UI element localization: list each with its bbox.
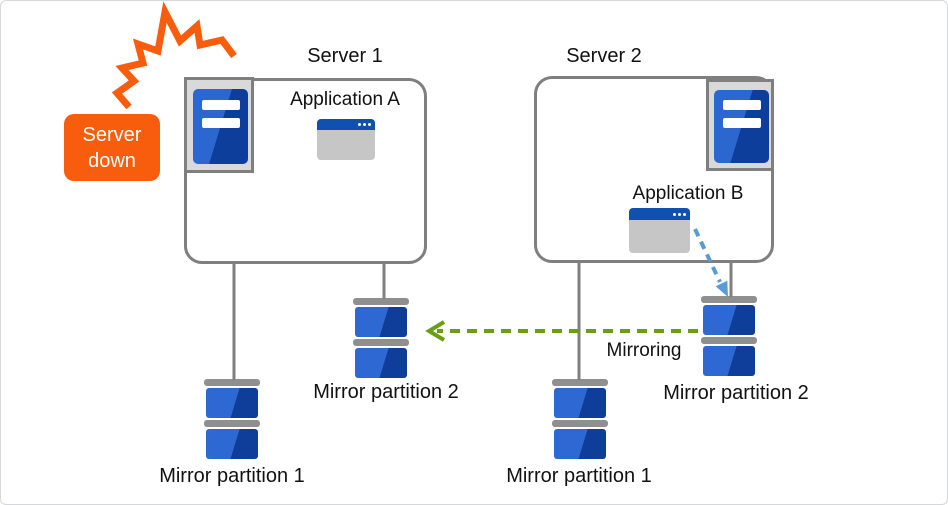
application-b-label: Application B (632, 183, 744, 204)
mirroring-arrow-head (425, 320, 446, 342)
server2-partition2-label: Mirror partition 2 (663, 382, 809, 404)
server1-partition1-disk-icon (204, 379, 260, 461)
disk-platter (206, 429, 258, 459)
server1-partition2-label: Mirror partition 2 (313, 381, 459, 403)
server2-tower-icon (706, 79, 774, 171)
window-body (317, 130, 375, 160)
disk-cap (353, 339, 409, 346)
disk-platter (355, 348, 407, 378)
window-body (629, 220, 690, 253)
window-dot (673, 212, 676, 216)
disk-platter (206, 388, 258, 418)
window-dot (358, 123, 361, 126)
server-tower-slot (723, 100, 761, 110)
disk-platter (554, 429, 606, 459)
disk-platter (554, 388, 606, 418)
window-dot (363, 123, 366, 126)
disk-cap (552, 379, 608, 386)
server-tower-slot (723, 118, 761, 128)
server1-label: Server 1 (307, 45, 383, 67)
disk-cap (701, 337, 757, 344)
application-a-label: Application A (290, 89, 400, 110)
server-down-badge: Server down (64, 114, 160, 181)
app-to-disk-arrow-head (715, 280, 728, 297)
disk-cap (701, 296, 757, 303)
application-b-window-icon (629, 208, 690, 253)
window-titlebar (629, 208, 690, 220)
server1-partition1-label: Mirror partition 1 (159, 465, 305, 487)
disk-platter (703, 305, 755, 335)
server-tower-slot (202, 118, 240, 128)
server2-partition1-label: Mirror partition 1 (506, 465, 652, 487)
server2-partition1-disk-icon (552, 379, 608, 461)
disk-cap (204, 420, 260, 427)
window-dot (678, 212, 681, 216)
disk-cap (552, 420, 608, 427)
server2-partition2-disk-icon (701, 296, 757, 378)
server1-partition2-disk-icon (353, 298, 409, 380)
application-a-window-icon (317, 119, 375, 160)
disk-platter (355, 307, 407, 337)
mirroring-label: Mirroring (606, 340, 682, 361)
window-dot (683, 212, 686, 216)
server-tower-body (714, 90, 769, 163)
disk-platter (703, 346, 755, 376)
window-dot (368, 123, 371, 126)
window-titlebar (317, 119, 375, 130)
disk-cap (353, 298, 409, 305)
disk-cap (204, 379, 260, 386)
server2-label: Server 2 (566, 45, 642, 67)
